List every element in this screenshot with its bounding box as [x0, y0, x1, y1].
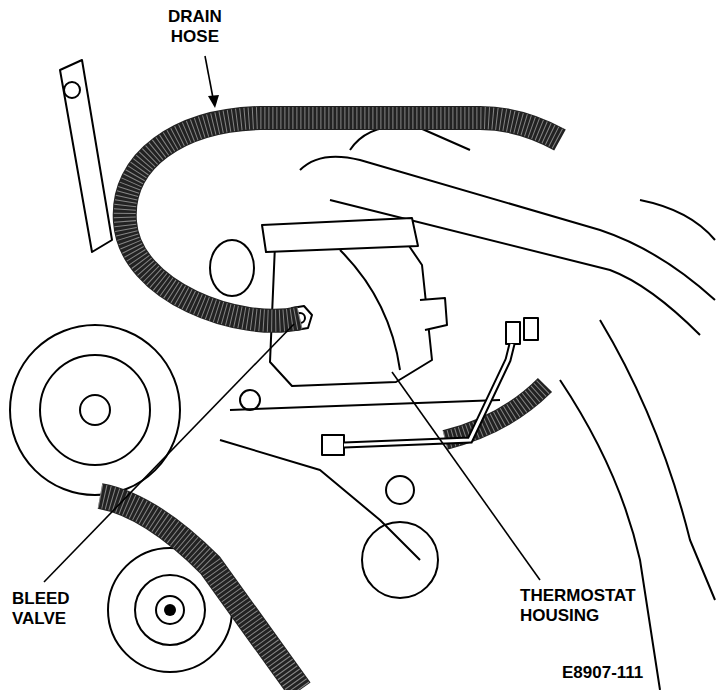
leader-line — [205, 56, 213, 98]
connector — [524, 318, 538, 340]
sensor-tube — [344, 344, 512, 445]
water-pump-boss — [362, 522, 438, 598]
manifold-runner — [640, 200, 715, 240]
pulley — [10, 325, 180, 495]
tube-nut — [322, 435, 344, 455]
engine-block — [220, 440, 420, 560]
bolt — [386, 476, 414, 504]
belt-stipple — [100, 496, 300, 690]
drive-belt — [100, 496, 300, 690]
drain-hose — [125, 118, 560, 321]
radiator-shroud — [560, 380, 660, 690]
figure-number: E8907-111 — [560, 662, 645, 684]
housing-flange — [262, 218, 418, 252]
part-label: BLEED VALVE — [10, 588, 72, 629]
housing-contour — [340, 250, 400, 370]
part-label: THERMOSTAT HOUSING — [518, 585, 638, 626]
pulley-hub — [80, 395, 110, 425]
leader-line — [392, 372, 540, 580]
engine-block — [230, 400, 500, 410]
engine-bracket — [60, 60, 112, 252]
leader-arrowhead — [208, 95, 219, 108]
connector — [506, 322, 520, 344]
part-label: DRAIN HOSE — [166, 6, 224, 47]
bolt — [240, 390, 260, 410]
pulley-hub — [156, 596, 184, 624]
bracket-bolt — [64, 82, 80, 98]
pulley-bolt — [164, 604, 176, 616]
hose-stipple — [125, 118, 560, 321]
pulley — [135, 575, 205, 645]
housing-outlet — [210, 240, 254, 296]
radiator-shroud — [600, 320, 715, 600]
sensor-tube — [344, 344, 512, 445]
pulley — [40, 355, 150, 465]
leader-line — [44, 324, 294, 582]
sensor-boss — [420, 298, 447, 330]
